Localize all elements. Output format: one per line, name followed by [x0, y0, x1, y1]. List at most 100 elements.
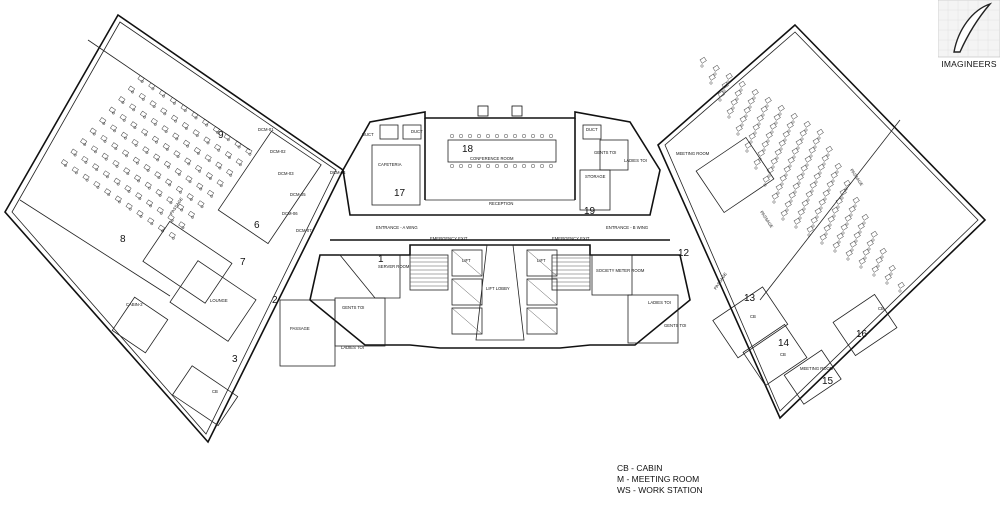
- workstation: [100, 134, 108, 142]
- workstation: [187, 210, 195, 218]
- chair: [767, 174, 771, 178]
- label-entrance-a: ENTRANCE - A WING: [376, 225, 418, 230]
- conference-table: [447, 139, 557, 163]
- workstation: [168, 231, 176, 239]
- imagineers-logo-icon: [938, 0, 1000, 58]
- label-lift-lobby: LIFT LOBBY: [486, 286, 510, 291]
- workstation: [762, 175, 770, 183]
- chair: [191, 215, 194, 219]
- label-dcm-07: DCM-07: [296, 228, 312, 233]
- workstation: [193, 147, 201, 154]
- workstation: [739, 115, 747, 123]
- chair: [815, 215, 819, 219]
- chair: [822, 162, 826, 166]
- zone-17: 17: [394, 188, 406, 199]
- workstation: [843, 179, 851, 187]
- workstation: [791, 147, 799, 155]
- chair: [810, 189, 814, 193]
- conference-chair: [548, 133, 554, 139]
- chair: [885, 281, 889, 285]
- workstation: [60, 159, 68, 166]
- lift-car-cross: [526, 307, 558, 335]
- workstation: [70, 148, 78, 156]
- conference-chair: [476, 163, 482, 169]
- workstation: [139, 110, 147, 118]
- chair: [177, 172, 181, 176]
- chair: [811, 224, 815, 228]
- workstation: [101, 152, 109, 160]
- lift-car-cross: [526, 278, 558, 306]
- chair: [776, 191, 780, 195]
- chair: [774, 121, 778, 125]
- chair: [143, 115, 146, 119]
- chair: [770, 130, 774, 134]
- workstation: [787, 156, 795, 164]
- conference-chair: [467, 133, 473, 139]
- workstation: [80, 138, 88, 145]
- label-dcm-06: DCM-06: [282, 211, 298, 216]
- chair: [713, 72, 717, 76]
- chair: [172, 101, 176, 105]
- lift-car: [451, 249, 483, 277]
- chair: [739, 88, 743, 92]
- lift-car: [451, 307, 483, 335]
- workstation: [765, 131, 773, 139]
- left-cabin-room: [171, 365, 239, 427]
- workstation: [793, 217, 801, 225]
- chair: [846, 257, 850, 261]
- conference-chair: [458, 163, 464, 169]
- workstation: [156, 206, 164, 214]
- chair: [170, 219, 174, 222]
- zone-16: 16: [856, 329, 868, 340]
- legend-item-cabin: CB - CABIN: [617, 463, 663, 473]
- chair: [146, 168, 150, 172]
- workstation: [888, 264, 896, 272]
- label-dcm-01: DCM-01: [258, 127, 274, 132]
- conference-chair: [449, 133, 455, 139]
- chair: [784, 173, 788, 177]
- chair: [219, 184, 223, 188]
- label-lift-1: LIFT: [462, 258, 471, 263]
- workstation: [747, 97, 755, 105]
- label-reception: RECEPTION: [489, 201, 513, 206]
- label-cabin-2: CABIN-2: [126, 302, 143, 307]
- chair: [94, 150, 97, 154]
- chair: [111, 111, 115, 115]
- chair: [863, 256, 867, 260]
- chair: [805, 163, 809, 167]
- workstation: [748, 132, 756, 140]
- workstation: [207, 189, 215, 197]
- workstation: [786, 121, 794, 129]
- chair: [155, 140, 158, 144]
- chair: [791, 120, 795, 124]
- conference-chair: [512, 163, 518, 169]
- chair: [876, 264, 880, 268]
- chair: [92, 132, 96, 136]
- workstation: [743, 106, 751, 114]
- workstation: [203, 136, 211, 144]
- workstation: [124, 185, 132, 192]
- conference-chair: [530, 163, 536, 169]
- chair: [835, 170, 839, 174]
- chair: [740, 123, 744, 127]
- conference-chairs: [449, 133, 554, 169]
- central-block: [279, 105, 691, 367]
- chair: [765, 104, 769, 108]
- chair: [731, 106, 735, 110]
- chair: [149, 204, 153, 208]
- conference-chair: [485, 133, 491, 139]
- chair: [145, 151, 149, 155]
- lift-car: [526, 278, 558, 306]
- chair: [778, 112, 782, 116]
- chair: [840, 196, 844, 200]
- workstation: [848, 205, 856, 213]
- workstation: [814, 207, 822, 215]
- chair: [113, 129, 117, 133]
- lounge-room: [169, 260, 257, 342]
- chair: [187, 162, 191, 166]
- chair: [134, 143, 138, 147]
- chair: [800, 137, 804, 141]
- conference-chair: [494, 163, 500, 169]
- chair: [141, 97, 145, 101]
